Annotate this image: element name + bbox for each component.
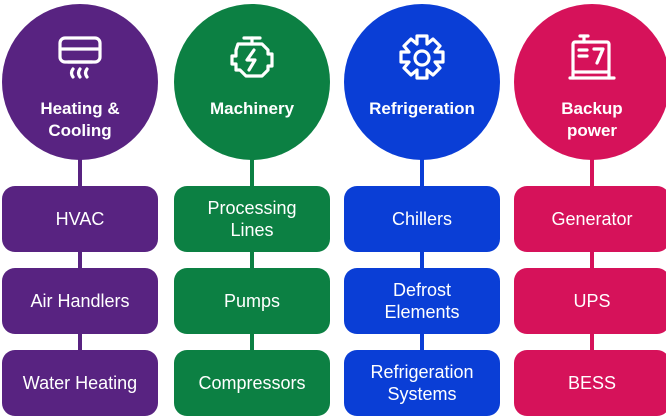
item-refrigeration-systems: Refrigeration Systems: [344, 350, 500, 416]
column-machinery: Machinery Processing Lines Pumps Compres…: [174, 0, 330, 416]
category-machinery: Machinery: [174, 4, 330, 160]
category-heating-cooling: Heating & Cooling: [2, 4, 158, 160]
item-ups: UPS: [514, 268, 666, 334]
air-conditioner-icon: [54, 32, 106, 84]
column-heating-cooling: Heating & Cooling HVAC Air Handlers Wate…: [2, 0, 158, 416]
item-air-handlers: Air Handlers: [2, 268, 158, 334]
category-title: Heating & Cooling: [40, 99, 120, 140]
engine-icon: [226, 32, 278, 84]
item-defrost-elements: Defrost Elements: [344, 268, 500, 334]
item-hvac: HVAC: [2, 186, 158, 252]
generator-icon: [566, 32, 618, 84]
item-water-heating: Water Heating: [2, 350, 158, 416]
category-backup-power: Backup power: [514, 4, 666, 160]
item-bess: BESS: [514, 350, 666, 416]
item-processing-lines: Processing Lines: [174, 186, 330, 252]
category-title: Backup power: [561, 99, 623, 140]
item-chillers: Chillers: [344, 186, 500, 252]
category-refrigeration: Refrigeration: [344, 4, 500, 160]
column-backup-power: Backup power Generator UPS BESS: [514, 0, 666, 416]
column-refrigeration: Refrigeration Chillers Defrost Elements …: [344, 0, 500, 416]
item-compressors: Compressors: [174, 350, 330, 416]
category-title: Machinery: [209, 99, 295, 118]
item-pumps: Pumps: [174, 268, 330, 334]
item-generator: Generator: [514, 186, 666, 252]
category-title: Refrigeration: [369, 99, 475, 118]
snowflake-icon: [396, 32, 448, 84]
